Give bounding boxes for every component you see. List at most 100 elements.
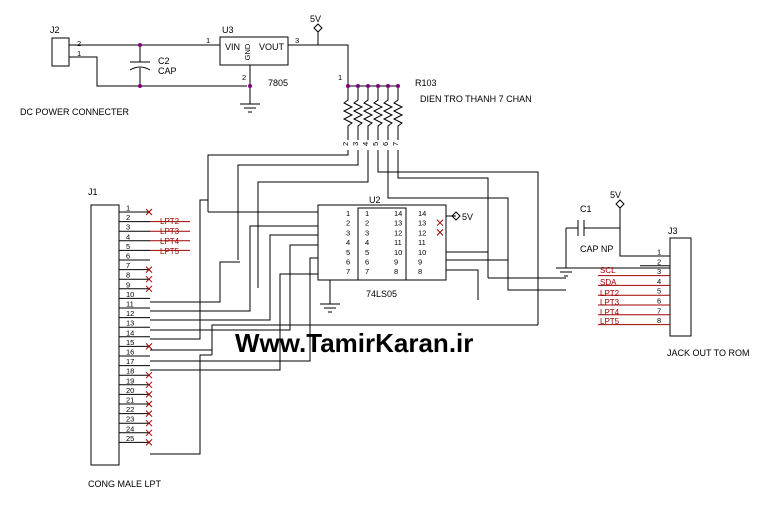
j3-net-lpt2: LPT2 <box>600 289 620 298</box>
wire-gnd-rail <box>69 56 247 87</box>
wire-u2-gnd <box>329 279 340 304</box>
r103-pin-3: 3 <box>351 142 360 146</box>
r103-pin-6: 6 <box>381 142 390 146</box>
j3-net-lpt5: LPT5 <box>600 317 620 326</box>
u2-inner-left-pin: 1 <box>365 209 369 218</box>
j3-net-sda: SDA <box>600 278 617 287</box>
j1-pin-number: 14 <box>126 328 134 337</box>
j2-pin-2: 2 <box>77 39 81 48</box>
no-connect-mark <box>145 266 153 273</box>
u2-outer-left-pin: 2 <box>346 219 350 228</box>
u2-inner-right-pin: 14 <box>394 209 402 218</box>
j1-connector-body <box>90 204 120 466</box>
power-symbol-5v-top <box>313 23 323 33</box>
j2-ref: J2 <box>50 25 60 35</box>
j1-pin-number: 22 <box>126 405 134 414</box>
no-connect-mark <box>145 429 153 437</box>
u3-pin-3: 3 <box>295 36 299 45</box>
u3-part: 7805 <box>268 78 288 88</box>
c2-ref: C2 <box>158 56 170 66</box>
no-connect-mark <box>145 285 153 293</box>
u2-inner-left-pin: 6 <box>365 258 369 267</box>
junction-c2-bottom <box>138 84 142 88</box>
j1-pin-number: 18 <box>126 367 134 376</box>
power-label-j3: 5V <box>610 190 621 200</box>
j2-caption: DC POWER CONNECTER <box>20 107 130 117</box>
u3-ref: U3 <box>222 25 234 35</box>
u2-outer-left-pin: 1 <box>346 209 350 218</box>
j3-pin-number: 8 <box>657 316 661 325</box>
j1-pin-number: 3 <box>126 223 130 232</box>
u2-inner-left-pin: 4 <box>365 238 369 247</box>
j3-pin-number: 7 <box>657 306 661 315</box>
u2-outer-right-pin: 11 <box>418 238 426 247</box>
u3-pin-1: 1 <box>206 36 210 45</box>
j1-pin-number: 2 <box>126 213 130 222</box>
power-label-top: 5V <box>310 14 321 24</box>
u2-ref: U2 <box>369 195 381 205</box>
r103-pin-2: 2 <box>341 142 350 146</box>
j3-connector-body <box>669 237 692 337</box>
u2-outer-right-pin: 10 <box>418 248 426 257</box>
u2-inner-right-pin: 10 <box>394 248 402 257</box>
u2-inner-left-pin: 3 <box>365 228 369 237</box>
j1-pin-number: 15 <box>126 338 134 347</box>
wire-j3-pin1 <box>619 228 670 257</box>
u2-outer-left-pin: 4 <box>346 238 350 247</box>
j1-pin-number: 25 <box>126 434 134 443</box>
no-connect-mark <box>145 275 153 283</box>
u2-output-wires <box>446 215 566 325</box>
u3-pin-2: 2 <box>242 73 246 82</box>
j1-pin-number: 13 <box>126 319 134 328</box>
u2-inner-body <box>357 207 407 281</box>
u2-outer-left-pin: 3 <box>346 228 350 237</box>
u2-outer-left-pin: 7 <box>346 267 350 276</box>
j1-pin-number: 4 <box>126 232 130 241</box>
u2-outer-left-pin: 5 <box>346 248 350 257</box>
u2-inner-left-pin: 2 <box>365 219 369 228</box>
power-symbol-5v-u2 <box>451 211 461 221</box>
j1-pin-group: 1234567891011121314151617181920212223242… <box>119 204 190 446</box>
j1-net-lpt3: LPT3 <box>160 227 180 236</box>
j1-pin-number: 19 <box>126 376 134 385</box>
j1-pin-number: 6 <box>126 252 130 261</box>
u2-outer-right-pin: 9 <box>418 258 422 267</box>
j1-pin-number: 1 <box>126 204 130 213</box>
j3-pin-number: 1 <box>657 248 661 257</box>
r103-pin-4: 4 <box>361 142 370 146</box>
no-connect-mark <box>436 229 444 236</box>
j1-pin-number: 8 <box>126 271 130 280</box>
u2-inner-right-pin: 12 <box>394 228 402 237</box>
r103-pin-1: 1 <box>338 73 342 82</box>
j1-caption: CONG MALE LPT <box>88 479 162 489</box>
c1-value: CAP NP <box>580 244 613 254</box>
no-connect-mark <box>145 371 153 379</box>
u2-inner-right-pin: 11 <box>394 238 402 247</box>
j1-pin-number: 10 <box>126 290 134 299</box>
power-symbol-5v-j3 <box>615 199 625 209</box>
j1-pin-number: 20 <box>126 386 134 395</box>
j3-net-lpt4: LPT4 <box>600 308 620 317</box>
no-connect-mark <box>145 343 153 350</box>
j2-connector-body <box>51 37 70 67</box>
u2-inner-right-pin: 13 <box>394 219 402 228</box>
j1-pin-number: 9 <box>126 280 130 289</box>
r103-pin-7: 7 <box>391 142 400 146</box>
r103-output-wires <box>207 150 539 325</box>
u2-outer-right-pin: 13 <box>418 219 426 228</box>
u2-inner-left-pin: 5 <box>365 248 369 257</box>
u2-part: 74LS05 <box>366 289 397 299</box>
j3-ref: J3 <box>668 226 678 236</box>
j3-pin-number: 3 <box>657 267 661 276</box>
c2-value: CAP <box>158 66 177 76</box>
u2-outer-right-pin: 8 <box>418 267 422 276</box>
wire-5v-to-r103 <box>318 44 349 86</box>
j2-pin-1: 1 <box>77 49 81 58</box>
r103-resistors <box>342 86 404 140</box>
no-connect-mark <box>145 381 153 389</box>
j1-pin-number: 7 <box>126 261 130 270</box>
j1-pin-number: 5 <box>126 242 130 251</box>
wire-vout-5v <box>288 32 319 46</box>
